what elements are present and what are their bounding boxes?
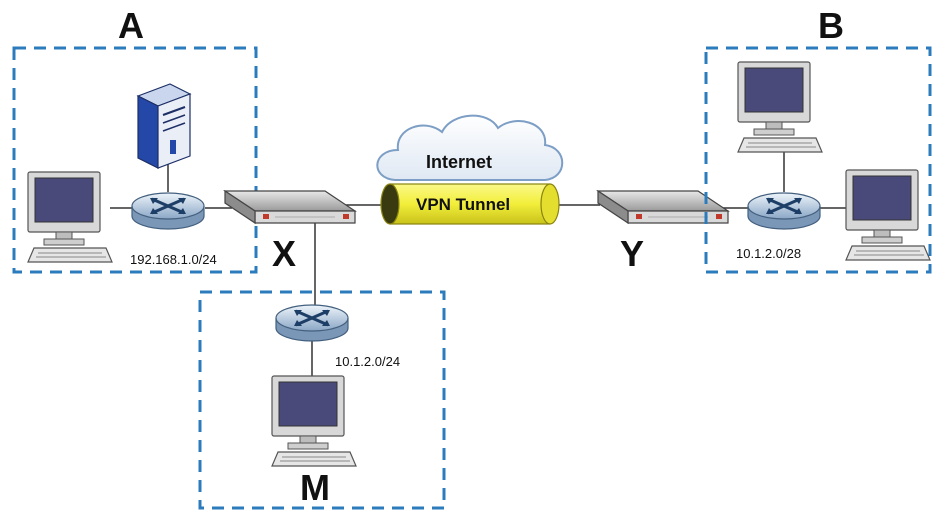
internet-label: Internet: [426, 152, 492, 172]
gateway-x-letter: X: [272, 233, 296, 274]
vpn-tunnel: [380, 183, 560, 225]
vpn-gateway-icon: [597, 190, 729, 224]
computer-icon: [845, 169, 931, 261]
zone-m: 10.1.2.0/24 M: [198, 290, 446, 510]
cloud-icon: [376, 114, 564, 181]
zone-a: A 192.168.1.0/24: [12, 5, 258, 274]
zone-b-subnet: 10.1.2.0/28: [736, 246, 801, 261]
zone-a-border: [12, 46, 258, 274]
connection-lines: [110, 150, 848, 378]
gateway-y-letter: Y: [620, 233, 644, 274]
computer-icon: [737, 61, 823, 153]
router-icon: [746, 191, 822, 231]
computer-icon: [271, 375, 357, 467]
zone-a-letter: A: [118, 5, 144, 46]
zone-m-subnet: 10.1.2.0/24: [335, 354, 400, 369]
router-icon: [274, 303, 350, 343]
vpn-gateway-icon: [224, 190, 356, 224]
zone-b: B 10.1.2.0/28: [704, 5, 932, 274]
zone-b-border: [704, 46, 932, 274]
server-icon: [136, 83, 192, 169]
computer-icon: [27, 171, 113, 263]
zone-m-border: [198, 290, 446, 510]
zone-a-subnet: 192.168.1.0/24: [130, 252, 217, 267]
zone-m-letter: M: [300, 467, 330, 508]
tunnel-label: VPN Tunnel: [416, 195, 510, 214]
zone-b-letter: B: [818, 5, 844, 46]
router-icon: [130, 191, 206, 231]
